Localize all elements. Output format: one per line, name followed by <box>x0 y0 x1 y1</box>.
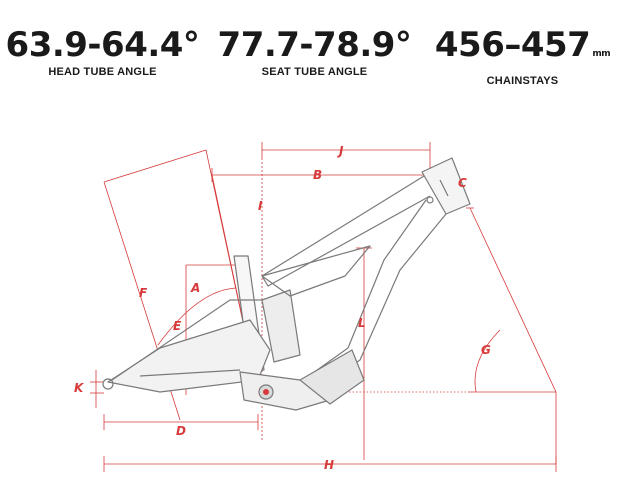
dim-d-label: D <box>176 424 186 438</box>
head-tube-angle-label: HEAD TUBE ANGLE <box>48 66 157 78</box>
dim-e-label: E <box>173 319 182 333</box>
dimension-lines <box>90 142 557 472</box>
dim-l-label: L <box>358 316 366 330</box>
seat-tube-angle-label: SEAT TUBE ANGLE <box>261 66 368 78</box>
seat-tube-angle-value: 77.7-78.9° <box>217 25 412 65</box>
dim-b-label: B <box>313 168 322 182</box>
head-tube-angle-stat: 63.9-64.4° HEAD TUBE ANGLE <box>0 26 205 78</box>
dim-h-label: H <box>324 458 334 472</box>
dim-i-label: I <box>258 199 263 213</box>
dim-j-label: J <box>337 144 344 158</box>
bike-frame <box>102 157 471 411</box>
dimension-labels: J B C I F A E L G K D H <box>74 144 491 472</box>
seat-tube-angle-stat: 77.7-78.9° SEAT TUBE ANGLE <box>212 26 417 78</box>
chainstays-label: CHAINSTAYS <box>486 75 559 87</box>
dim-a-label: A <box>190 281 200 295</box>
dim-c-label: C <box>458 176 467 190</box>
chainstays-unit: mm <box>592 49 611 59</box>
dim-f-label: F <box>139 286 148 300</box>
head-tube-angle-value: 63.9-64.4° <box>5 25 200 65</box>
dim-g-label: G <box>481 343 491 357</box>
chainstays-value: 456–457 <box>434 25 591 65</box>
dim-k-label: K <box>74 381 85 395</box>
